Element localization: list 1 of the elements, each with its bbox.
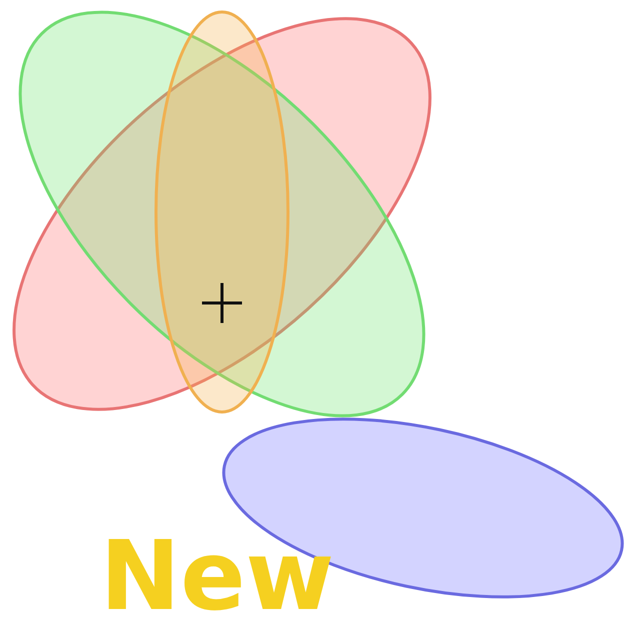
overlay-text: New: [100, 520, 334, 626]
